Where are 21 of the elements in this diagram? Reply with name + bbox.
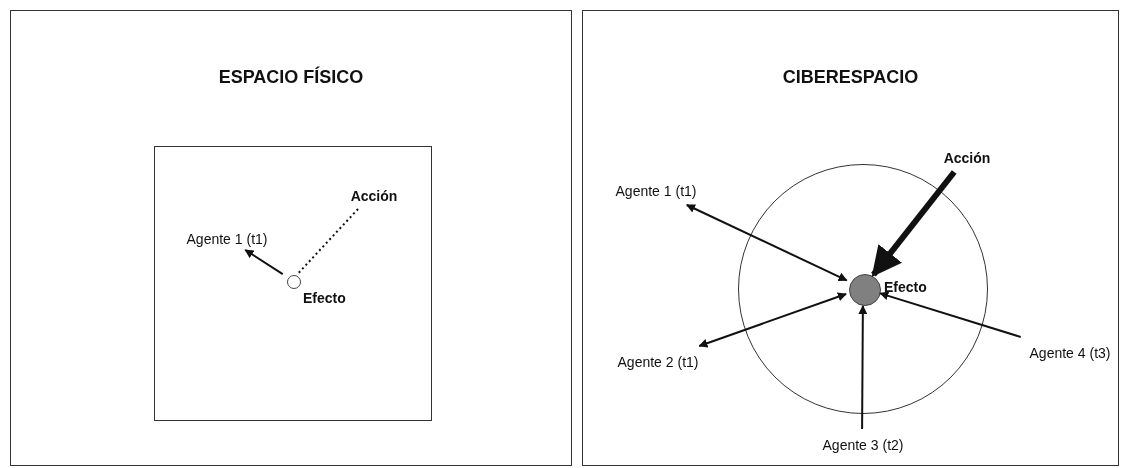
panel-frame xyxy=(10,10,572,466)
frame-box xyxy=(154,146,432,421)
node-label: Efecto xyxy=(303,290,346,306)
panel-title: ESPACIO FÍSICO xyxy=(217,67,365,88)
agent-label: Agente 3 (t2) xyxy=(804,434,922,456)
node-label: Efecto xyxy=(884,279,927,295)
arrow xyxy=(244,249,284,276)
action-label: Acción xyxy=(935,147,999,169)
arrow xyxy=(879,291,1022,338)
arrow xyxy=(858,305,868,430)
agent-label: Agente 4 (t3) xyxy=(1014,342,1126,364)
arrow xyxy=(685,204,848,282)
agent-label: Agente 2 (t1) xyxy=(599,351,717,373)
agent-label: Agente 1 (t1) xyxy=(597,180,715,202)
arrow xyxy=(698,292,848,348)
action-label: Acción xyxy=(342,185,406,207)
agent-label: Agente 1 (t1) xyxy=(168,228,286,250)
arrow xyxy=(871,170,957,277)
panel-frame xyxy=(582,10,1119,466)
panel-title: CIBERESPACIO xyxy=(781,67,920,88)
dotted-line xyxy=(297,208,360,275)
